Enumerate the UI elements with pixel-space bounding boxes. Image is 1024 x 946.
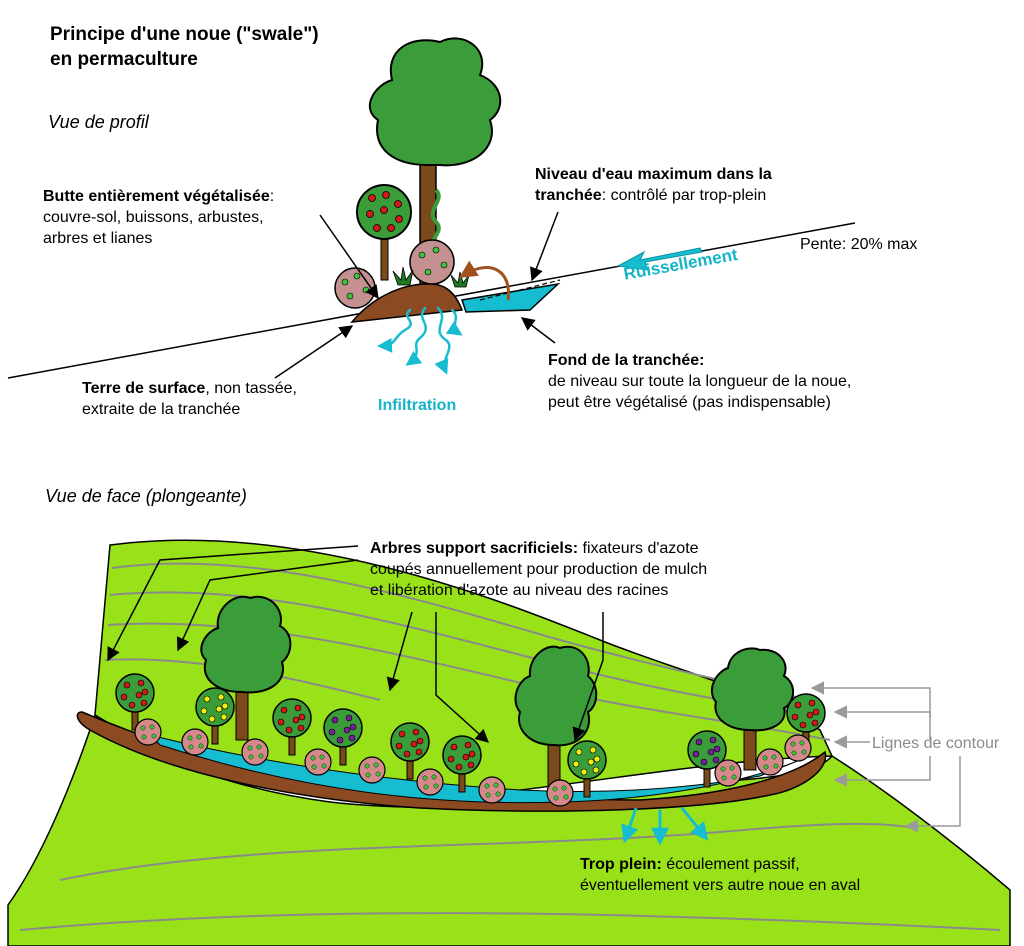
fond-label-line-1: Fond de la tranchée:: [548, 352, 705, 369]
max-water-line: [479, 279, 561, 301]
bush-10: [756, 748, 784, 776]
bush-11: [784, 734, 812, 762]
butte-label-bold: Butte entièrement végétalisée: [43, 188, 270, 205]
arbres-label-line-3: et libération d'azote au niveau des raci…: [370, 582, 669, 599]
niveau-label-rest: : contrôlé par trop-plein: [601, 187, 767, 204]
runoff-arrow: [616, 247, 703, 271]
bush-9: [714, 759, 742, 787]
niveau-label-bold-2: tranchée: [535, 187, 602, 204]
front-view: [7, 539, 1011, 946]
profile-pointer-arrows: [274, 211, 559, 379]
terre-label-line-2: extraite de la tranchée: [82, 401, 241, 418]
butte-mound: [350, 283, 464, 323]
infiltration-arrows: [377, 306, 463, 375]
infiltration-label: Infiltration: [378, 397, 457, 414]
trop-plein-line-2: éventuellement vers autre noue en aval: [580, 877, 861, 894]
trop-plein-label: Trop plein: écoulement passif, éventuell…: [580, 854, 860, 896]
front-tree-1: [200, 595, 292, 741]
arbres-label: Arbres support sacrificiels: fixateurs d…: [370, 538, 707, 601]
front-pointer-arrows: [107, 545, 604, 743]
front-fruit-trees: [115, 673, 826, 798]
profile-bushes: [334, 239, 455, 309]
trench-water: [461, 282, 561, 313]
front-tree-3: [710, 647, 794, 771]
niveau-label: Niveau d'eau maximum dans la tranchée: c…: [535, 164, 772, 206]
bush-3: [241, 738, 269, 766]
front-tree-2: [514, 645, 598, 796]
terre-label-rest: , non tassée,: [205, 380, 297, 397]
butte-label: Butte entièrement végétalisée: couvre-so…: [43, 186, 274, 249]
fruit-tree-8: [687, 730, 727, 788]
bush-6: [416, 768, 444, 796]
profile-heading: Vue de profil: [48, 112, 149, 132]
bush-8: [546, 779, 574, 807]
bush-2: [181, 728, 209, 756]
butte-label-line-2: couvre-sol, buissons, arbustes,: [43, 209, 264, 226]
fruit-tree-3: [272, 698, 312, 756]
bush-1: [134, 718, 162, 746]
butte-label-line-1: Butte entièrement végétalisée:: [43, 186, 274, 207]
mulch-return-arrow: [458, 260, 510, 301]
butte-label-line-3: arbres et lianes: [43, 230, 153, 247]
profile-fruit-tree: [356, 184, 412, 281]
butte-label-colon: :: [269, 188, 275, 205]
arbres-label-bold: Arbres support sacrificiels:: [370, 540, 579, 557]
title-line-1: Principe d'une noue ("swale"): [50, 24, 319, 45]
fruit-tree-2: [195, 687, 235, 745]
front-bushes: [134, 718, 812, 807]
fond-label-line-2: de niveau sur toute la longueur de la no…: [548, 373, 852, 390]
fond-label-line-3: peut être végétalisé (pas indispensable): [548, 394, 831, 411]
trop-plein-rest: écoulement passif,: [661, 856, 800, 873]
pente-label: Pente: 20% max: [800, 236, 918, 253]
fruit-tree-6: [442, 735, 482, 793]
fruit-tree-5: [390, 722, 430, 780]
arbres-label-line-1: Arbres support sacrificiels: fixateurs d…: [370, 538, 707, 559]
diagram-title: Principe d'une noue ("swale") en permacu…: [50, 22, 319, 72]
niveau-label-line-2: tranchée: contrôlé par trop-plein: [535, 185, 772, 206]
trop-plein-line-1: Trop plein: écoulement passif,: [580, 854, 860, 875]
bush-4: [304, 748, 332, 776]
lignes-contour-label: Lignes de contour: [872, 735, 1000, 752]
overflow-arrows: [621, 807, 709, 846]
niveau-label-line-1: Niveau d'eau maximum dans la: [535, 166, 772, 183]
lower-hillside: [7, 713, 1011, 946]
arbres-label-rest: fixateurs d'azote: [578, 540, 699, 557]
trop-plein-bold: Trop plein:: [580, 856, 662, 873]
title-line-2: en permaculture: [50, 49, 198, 70]
fond-label: Fond de la tranchée: de niveau sur toute…: [548, 350, 851, 413]
front-heading: Vue de face (plongeante): [45, 486, 247, 506]
front-large-trees: [200, 595, 794, 796]
fruit-tree-4: [323, 708, 363, 766]
profile-view: [7, 37, 856, 379]
bush-5: [358, 756, 386, 784]
arbres-label-line-2: coupés annuellement pour production de m…: [370, 561, 708, 578]
fruit-tree-1: [115, 673, 155, 731]
terre-label-bold: Terre de surface: [82, 380, 206, 397]
fruit-tree-7: [567, 740, 607, 798]
bush-7: [478, 776, 506, 804]
terre-label: Terre de surface, non tassée, extraite d…: [82, 378, 297, 420]
terre-label-line-1: Terre de surface, non tassée,: [82, 378, 297, 399]
contour-pointer-arrows: [810, 681, 961, 833]
